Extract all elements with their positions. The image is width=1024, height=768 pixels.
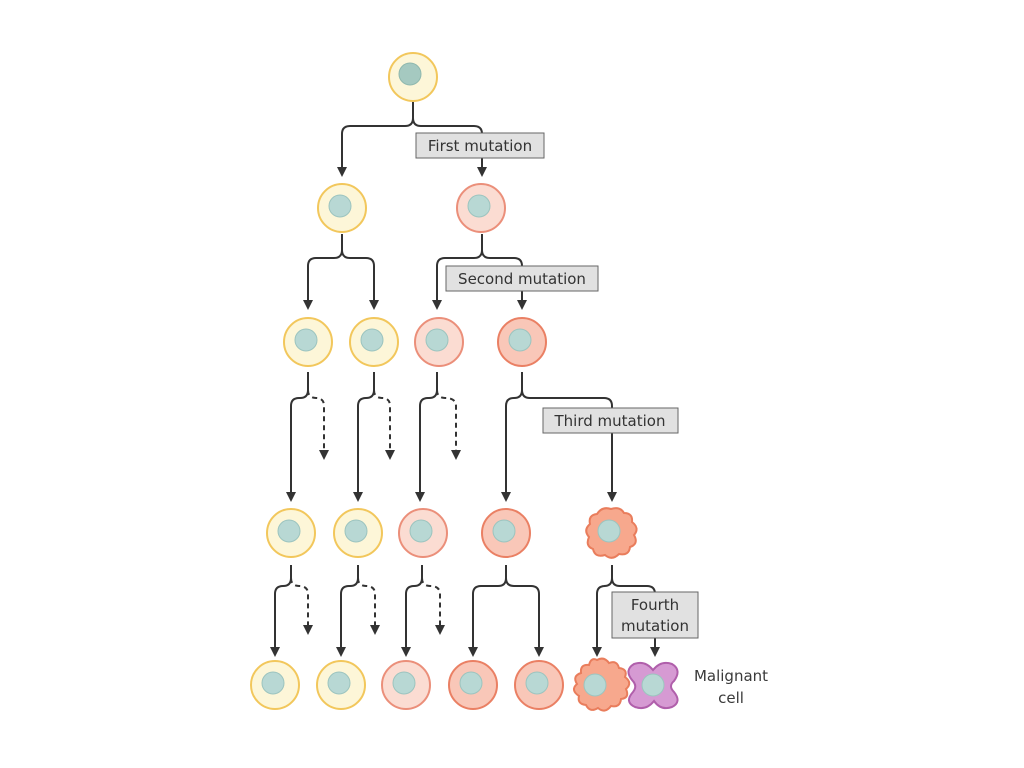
cell-gen4-normal-a bbox=[250, 660, 300, 710]
cell-gen2-normal-b bbox=[349, 317, 399, 367]
branch-gen2-a bbox=[286, 372, 309, 502]
cell-gen1-mutant bbox=[456, 183, 506, 233]
third-mutation-label: Third mutation bbox=[542, 407, 679, 434]
cell-gen4-mutant-b bbox=[448, 660, 498, 710]
cell-gen4-normal-b bbox=[316, 660, 366, 710]
svg-text:mutation: mutation bbox=[621, 617, 689, 635]
cell-gen2-mutant-b bbox=[497, 317, 547, 367]
malignant-cell-caption: Malignant cell bbox=[694, 667, 768, 707]
first-mutation-label: First mutation bbox=[415, 132, 545, 159]
svg-text:Fourth: Fourth bbox=[631, 596, 679, 614]
branch-lines bbox=[270, 102, 660, 657]
cell-gen2-normal-a bbox=[283, 317, 333, 367]
branch-gen3-d bbox=[468, 565, 507, 657]
svg-text:Malignant: Malignant bbox=[694, 667, 768, 685]
cell-gen3-mutant-b bbox=[481, 508, 531, 558]
svg-text:First mutation: First mutation bbox=[428, 137, 532, 155]
branch-gen3-b bbox=[336, 565, 359, 657]
cell-gen1-normal bbox=[317, 183, 367, 233]
branch-third bbox=[521, 389, 617, 502]
svg-text:Second mutation: Second mutation bbox=[458, 270, 586, 288]
branch-root bbox=[337, 102, 414, 177]
cell-gen3-normal-a bbox=[266, 508, 316, 558]
branch-gen1-normal bbox=[303, 234, 343, 310]
svg-text:cell: cell bbox=[718, 689, 744, 707]
cell-gen2-mutant-a bbox=[414, 317, 464, 367]
fourth-mutation-label: Fourth mutation bbox=[611, 591, 699, 639]
cell-gen4-irregular bbox=[573, 657, 631, 712]
cell-gen3-normal-b bbox=[333, 508, 383, 558]
svg-text:Third mutation: Third mutation bbox=[554, 412, 666, 430]
branch-gen2-c bbox=[415, 372, 438, 502]
cell-gen4-mutant-a bbox=[381, 660, 431, 710]
branch-fourth bbox=[592, 565, 613, 657]
cell-gen3-irregular bbox=[585, 507, 638, 559]
cell-gen4-mutant-c bbox=[514, 660, 564, 710]
cell-root bbox=[388, 52, 438, 102]
branch-gen2-d bbox=[501, 372, 523, 502]
branch-gen3-c bbox=[401, 565, 423, 657]
branch-gen3-a bbox=[270, 565, 292, 657]
second-mutation-label: Second mutation bbox=[445, 265, 599, 292]
dashed-branches bbox=[290, 389, 461, 635]
cell-gen3-mutant-a bbox=[398, 508, 448, 558]
malignant-cell bbox=[627, 661, 679, 710]
branch-gen2-b bbox=[353, 372, 375, 502]
